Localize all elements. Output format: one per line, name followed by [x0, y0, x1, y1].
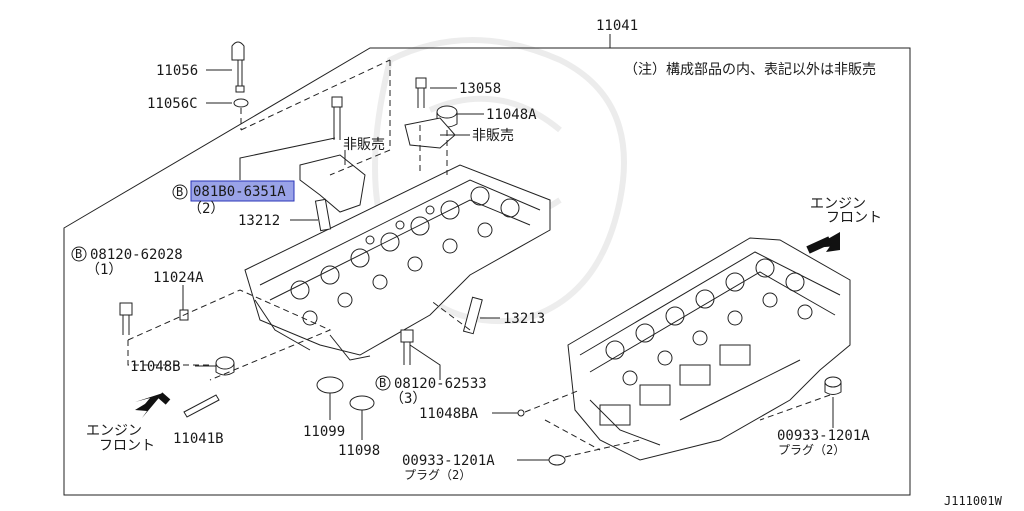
part-11098-seal: [349, 395, 375, 411]
label-13213[interactable]: 13213: [503, 311, 545, 327]
cylinder-head-left: [244, 164, 551, 361]
part-bolt-08120-62533: [400, 329, 414, 365]
label-11099[interactable]: 11099: [303, 424, 345, 440]
label-non-sale-right: 非販売: [472, 128, 514, 144]
highlight-box: [190, 180, 295, 202]
qty-08120-62533: （3）: [390, 391, 426, 407]
part-11048b-grommet: [215, 356, 235, 376]
label-11041: 11041: [596, 18, 638, 34]
label-non-sale-left: 非販売: [343, 137, 385, 153]
label-08120-62028[interactable]: 08120-62028: [90, 247, 183, 263]
label-13058[interactable]: 13058: [459, 81, 501, 97]
label-plug-bottom-sub: プラグ（2）: [404, 468, 471, 482]
highlighted-part-081b0[interactable]: B 081B0-6351A （2）: [172, 180, 295, 217]
drawing-code: J111001W: [944, 494, 1003, 508]
label-11024a[interactable]: 11024A: [153, 270, 204, 286]
label-11056[interactable]: 11056: [156, 63, 198, 79]
engine-front-right-line2: フロント: [826, 210, 882, 226]
label-group-08120-62028[interactable]: B 08120-62028 （1）: [71, 246, 183, 278]
part-11099-seal: [316, 376, 344, 394]
cylinder-head-right: [567, 237, 851, 461]
assembly-frame: [63, 34, 911, 496]
qty-081b0: （2）: [188, 201, 224, 217]
engine-front-arrow-right: [806, 232, 840, 254]
label-11048ba[interactable]: 11048BA: [419, 406, 479, 422]
part-bolt-08120-62028: [119, 302, 133, 335]
label-08120-62533[interactable]: 08120-62533: [394, 376, 487, 392]
part-13213-dowel: [462, 296, 483, 335]
exploded-guide-lines: [127, 60, 831, 458]
label-11041b[interactable]: 11041B: [173, 431, 224, 447]
label-plug-right[interactable]: 00933-1201A: [777, 428, 870, 444]
label-11048b[interactable]: 11048B: [130, 359, 181, 375]
b-mark-081b0: B: [176, 185, 183, 199]
engine-front-left-line1: エンジン: [86, 423, 142, 439]
b-mark-08120-62028: B: [75, 247, 82, 261]
part-plug-right: [824, 376, 842, 395]
b-mark-08120-62533: B: [379, 376, 386, 390]
part-13058-bolt: [415, 77, 427, 108]
part-11048ba-point: [517, 409, 525, 417]
part-11056c-washer: [233, 98, 249, 108]
leader-lines: [182, 69, 834, 461]
part-plug-bottom: [548, 454, 566, 466]
qty-08120-62028: （1）: [86, 262, 122, 278]
engine-front-arrow-left: [135, 392, 171, 418]
leader-11056c-2: [240, 59, 391, 131]
part-13212-dowel: [314, 198, 332, 232]
label-group-08120-62533[interactable]: B 08120-62533 （3）: [375, 375, 487, 407]
engine-front-left-line2: フロント: [99, 438, 155, 454]
part-11041b-stud: [183, 394, 220, 418]
label-11098[interactable]: 11098: [338, 443, 380, 459]
label-plug-right-sub: プラグ（2）: [778, 443, 845, 457]
label-plug-bottom[interactable]: 00933-1201A: [402, 453, 495, 469]
note-non-sale: （注）構成部品の内、表記以外は非販売: [624, 61, 876, 78]
part-11056-stud: [231, 41, 245, 93]
label-13212[interactable]: 13212: [238, 213, 280, 229]
part-bolt-081b0: [331, 96, 343, 140]
engine-front-right-line1: エンジン: [810, 196, 866, 212]
part-bracket-left: [299, 154, 366, 213]
label-081b0-6351a[interactable]: 081B0-6351A: [193, 184, 286, 200]
label-11048a[interactable]: 11048A: [486, 107, 537, 123]
label-11056c[interactable]: 11056C: [147, 96, 198, 112]
